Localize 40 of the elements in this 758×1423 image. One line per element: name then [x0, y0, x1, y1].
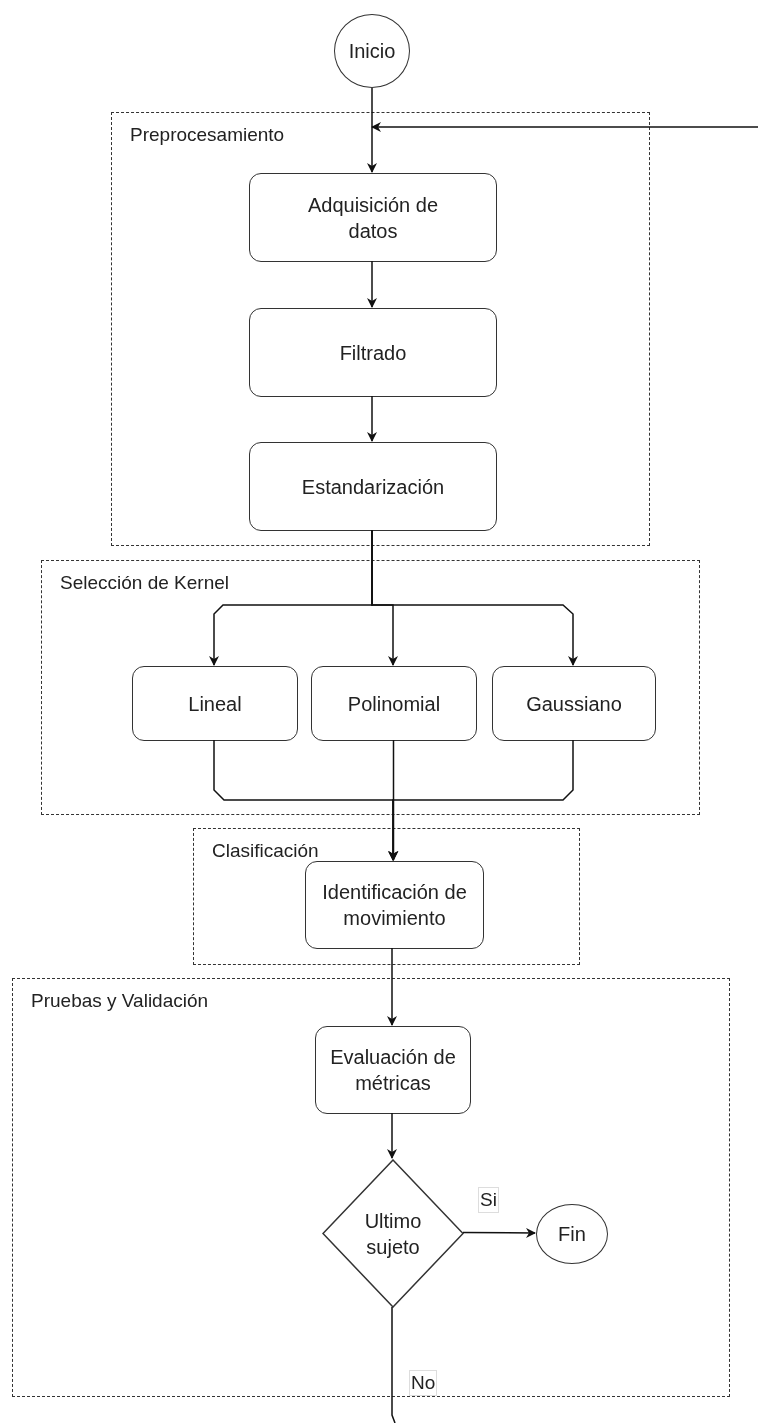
- node-label: Filtrado: [339, 340, 407, 366]
- process-box: [249, 173, 497, 262]
- dashed-group-box: [193, 828, 580, 965]
- edge-label: Si: [478, 1187, 499, 1213]
- node-label: Inicio: [348, 39, 396, 64]
- group-title: Clasificación: [212, 839, 319, 863]
- dashed-group-box: [41, 560, 700, 815]
- process-box: [132, 666, 298, 741]
- edge-label: No: [409, 1370, 438, 1396]
- group-title: Selección de Kernel: [60, 571, 229, 595]
- group-title: Pruebas y Validación: [31, 989, 209, 1013]
- process-box: [315, 1026, 471, 1114]
- node-label: Ultimo sujeto: [363, 1208, 423, 1260]
- node-label: Fin: [558, 1222, 586, 1247]
- node-label: Polinomial: [347, 691, 441, 717]
- node-label: Lineal: [188, 691, 242, 717]
- arrow: [367, 87, 377, 173]
- node-label: Gaussiano: [526, 691, 622, 717]
- node-label: Identificación de movimiento: [321, 880, 468, 931]
- arrow: [371, 122, 758, 132]
- process-box: [305, 861, 484, 949]
- decision-diamond: [322, 1159, 464, 1308]
- node-label: Estandarización: [301, 474, 445, 500]
- process-box: [492, 666, 656, 741]
- arrow: [388, 739, 574, 861]
- arrow: [371, 529, 578, 666]
- arrow: [462, 1227, 536, 1238]
- arrow: [367, 395, 377, 442]
- dashed-group-box: [12, 978, 730, 1397]
- arrow: [387, 947, 397, 1026]
- process-box: [249, 308, 497, 397]
- arrow: [388, 739, 399, 861]
- group-title: Preprocesamiento: [130, 123, 285, 147]
- arrow: [367, 260, 377, 308]
- node-label: Adquisición de datos: [306, 192, 440, 244]
- node-label: Evaluación de métricas: [329, 1045, 457, 1096]
- process-box: [249, 442, 497, 531]
- dashed-group-box: [111, 112, 650, 546]
- process-box: [311, 666, 477, 741]
- arrow: [387, 1112, 397, 1159]
